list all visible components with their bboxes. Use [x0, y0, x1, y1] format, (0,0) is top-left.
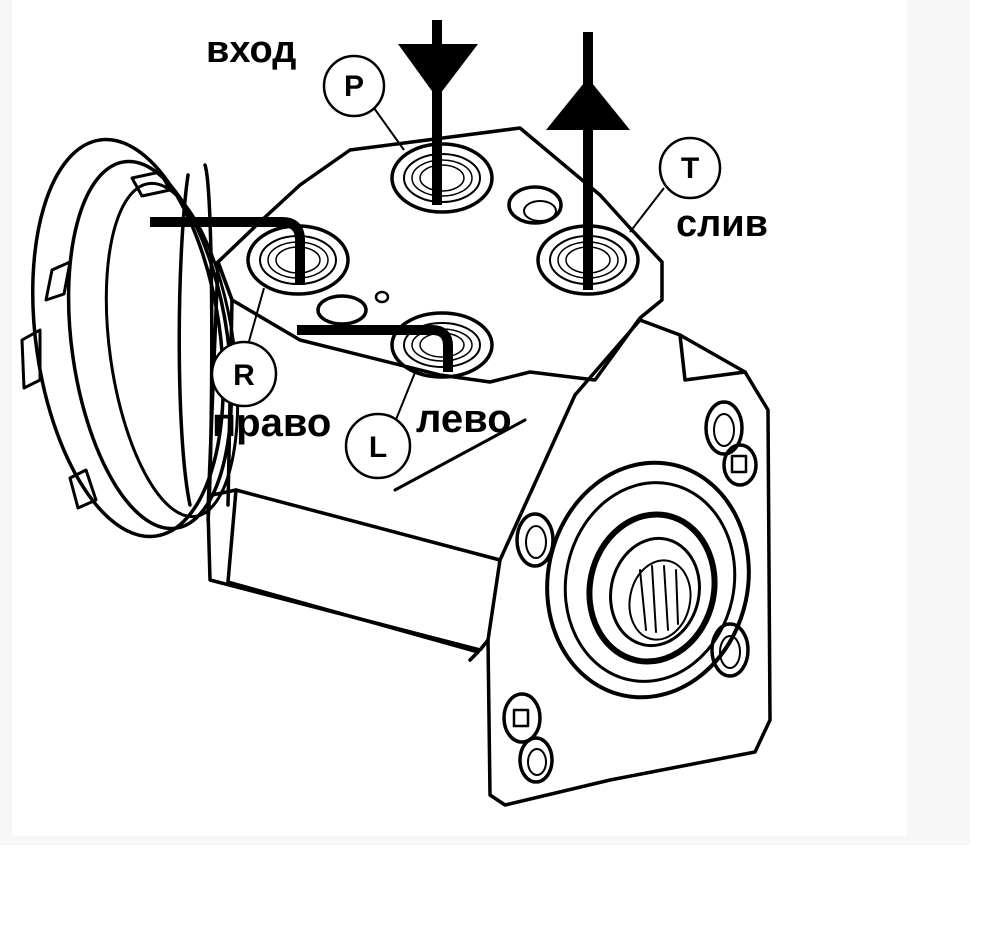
mounting-holes — [502, 400, 758, 784]
leader-P — [373, 107, 405, 151]
port-R-letter: R — [233, 359, 255, 392]
port-L-callout: L — [344, 412, 412, 480]
leader-L — [394, 369, 417, 423]
inlet-label: вход — [206, 29, 296, 71]
port-T-callout: T — [658, 136, 722, 200]
right-line — [150, 217, 305, 285]
port-P-circle — [322, 54, 386, 118]
port-P-callout: P — [322, 54, 386, 118]
port-R-circle — [210, 340, 278, 408]
port-T-circle — [658, 136, 722, 200]
drain-label: слив — [676, 203, 768, 245]
port-R-callout: R — [210, 340, 278, 408]
port-T-letter: T — [681, 152, 699, 185]
steering-column-bore — [545, 460, 751, 700]
leader-R — [247, 287, 265, 346]
left-line — [297, 325, 453, 372]
small-holes — [316, 185, 563, 326]
rear-flange — [20, 137, 240, 539]
right-label: право — [212, 401, 331, 445]
left-label: лево — [416, 397, 512, 441]
drain-arrow — [546, 32, 630, 290]
port-P-letter: P — [344, 70, 364, 103]
inlet-arrow — [398, 20, 478, 205]
port-L-letter: L — [369, 431, 387, 464]
port-L-circle — [344, 412, 412, 480]
leader-T — [629, 187, 665, 233]
